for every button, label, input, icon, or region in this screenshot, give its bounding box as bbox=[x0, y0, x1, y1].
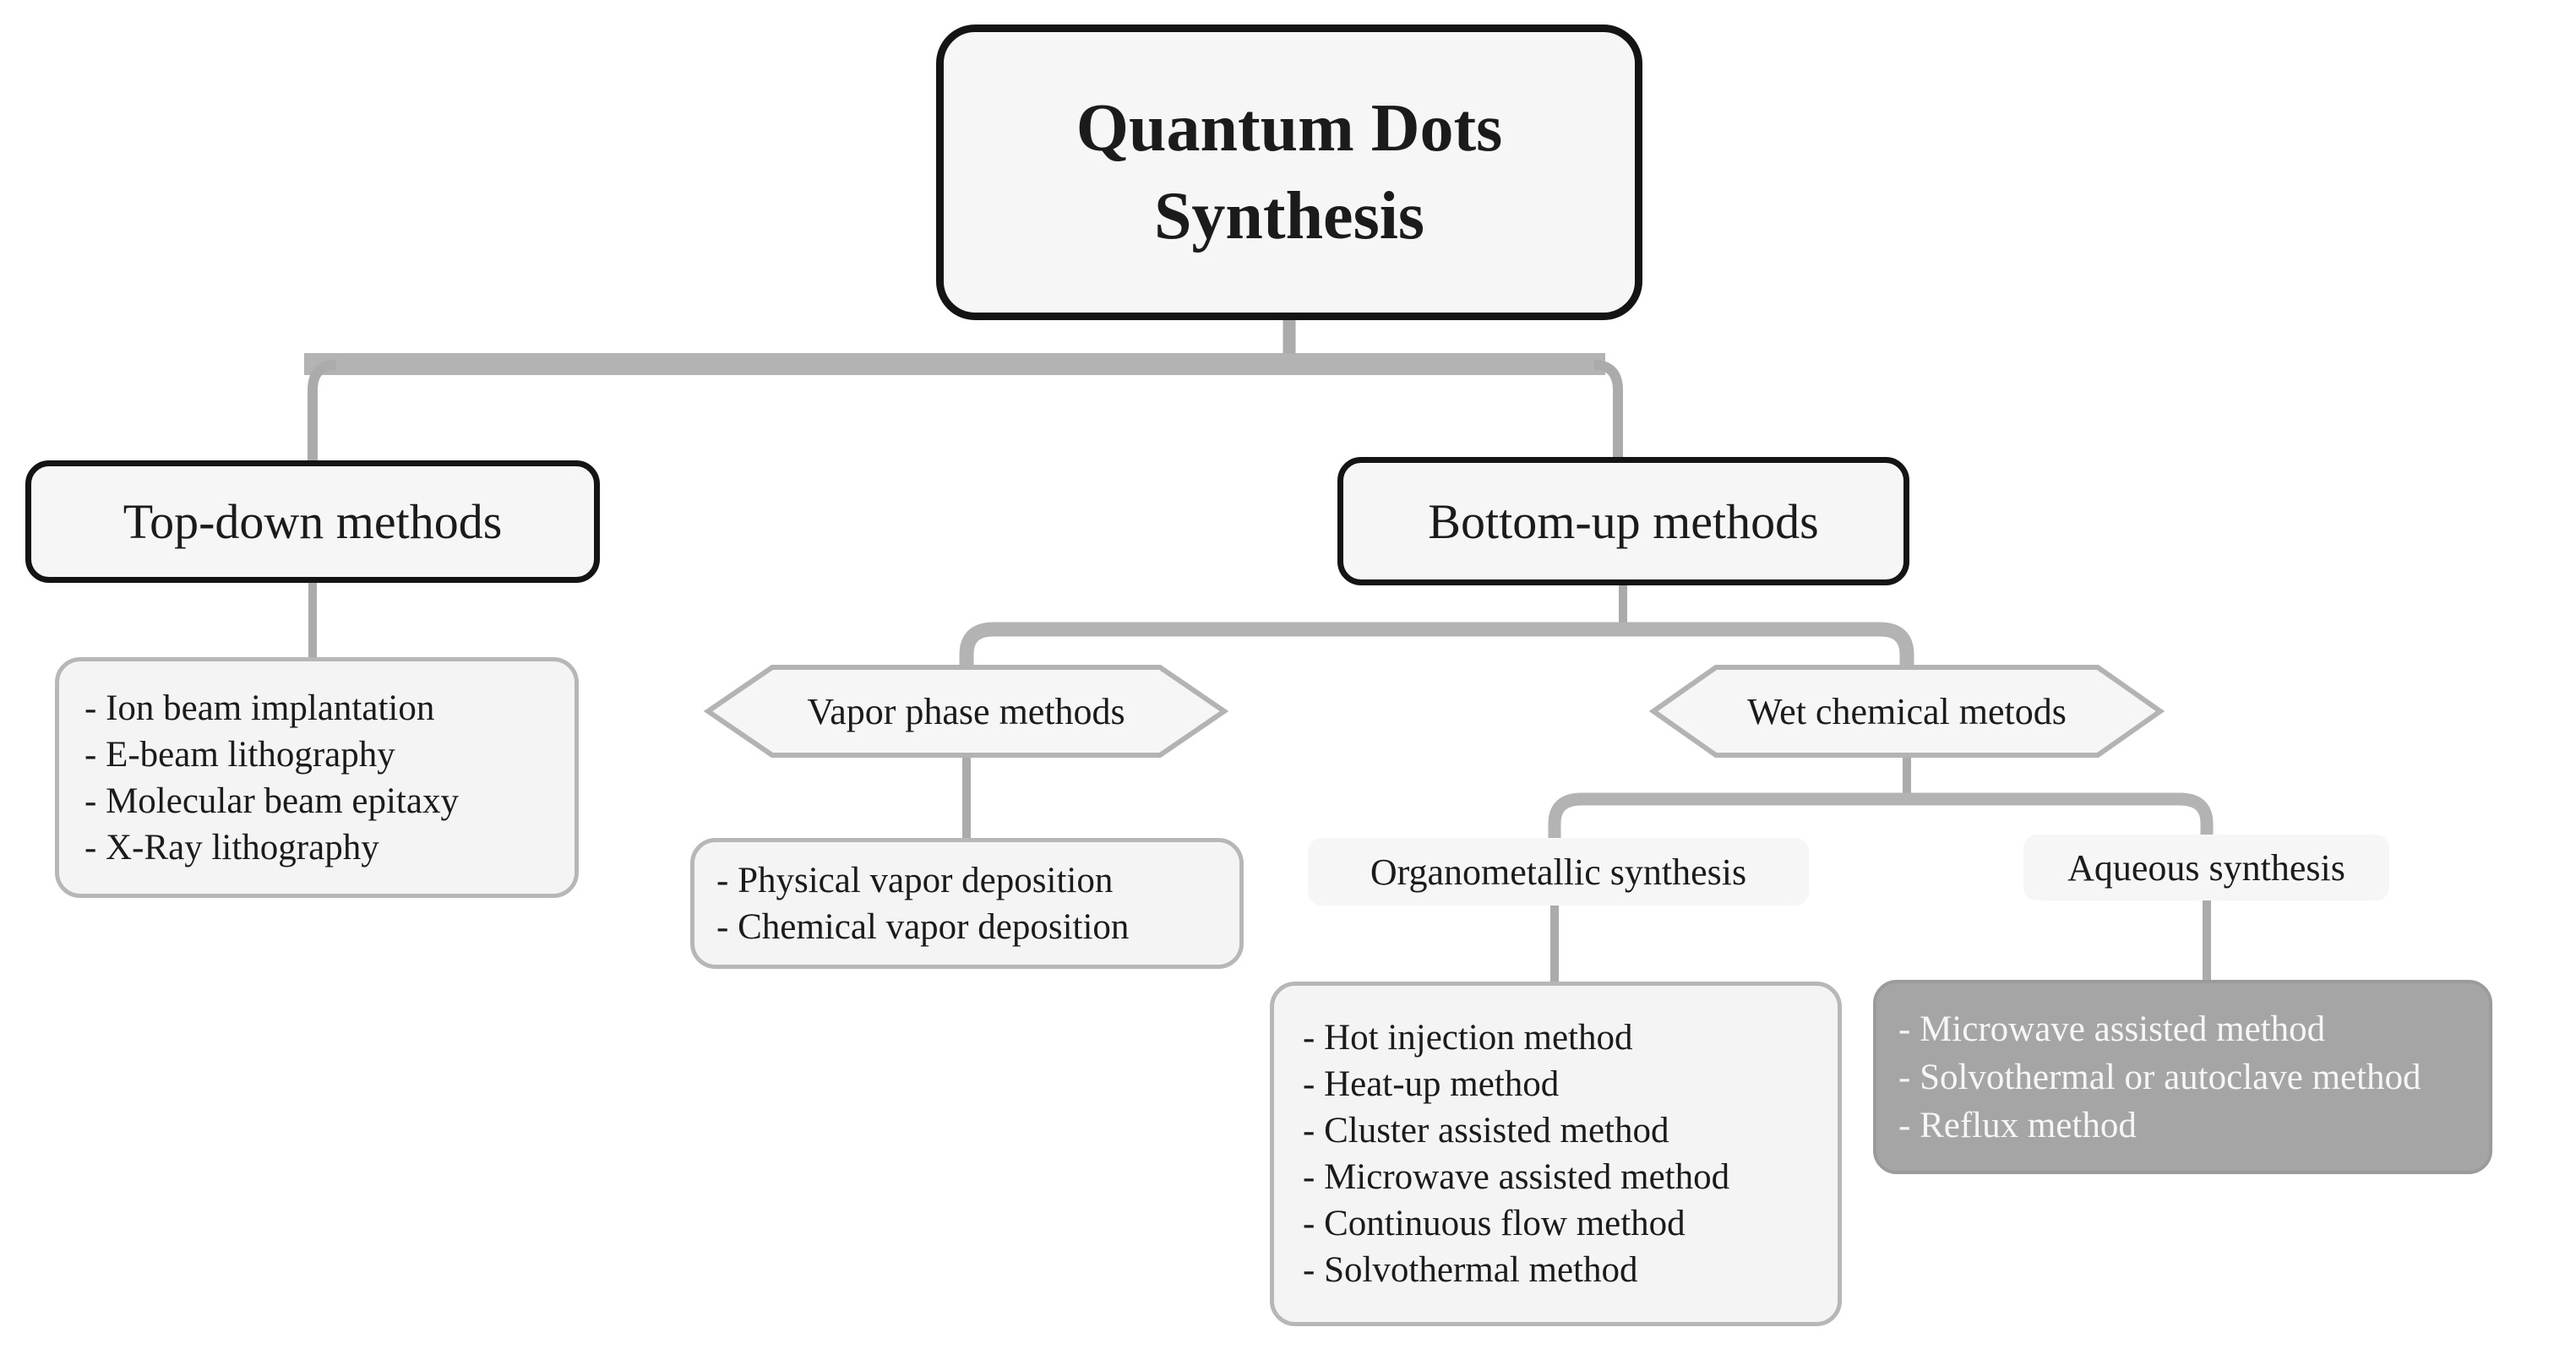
list-item: - Physical vapor deposition bbox=[716, 860, 1114, 900]
list-item: - E-beam lithography bbox=[84, 734, 395, 775]
list-item: - Microwave assisted method bbox=[1303, 1157, 1730, 1197]
list-item: - Molecular beam epitaxy bbox=[84, 781, 459, 821]
list-item: - Ion beam implantation bbox=[84, 688, 435, 728]
list-item: - Solvothermal or autoclave method bbox=[1898, 1057, 2421, 1097]
list-item: - Microwave assisted method bbox=[1898, 1009, 2326, 1049]
vapor-phase-label: Vapor phase methods bbox=[807, 690, 1125, 732]
list-item: - Hot injection method bbox=[1303, 1018, 1633, 1058]
list-item: - Reflux method bbox=[1898, 1105, 2137, 1145]
list-item: - Chemical vapor deposition bbox=[716, 906, 1130, 947]
list-organometallic-synthesis: - Hot injection method - Heat-up method … bbox=[1270, 982, 1842, 1326]
connector-level3-bar bbox=[1548, 792, 2214, 845]
node-top-down-methods: Top-down methods bbox=[25, 460, 600, 583]
connector-level2-bar bbox=[959, 622, 1914, 667]
node-bottom-up-methods: Bottom-up methods bbox=[1337, 457, 1909, 585]
connector-level1-left-drop bbox=[308, 360, 337, 463]
top-down-label: Top-down methods bbox=[123, 494, 503, 549]
organometallic-label: Organometallic synthesis bbox=[1370, 851, 1747, 893]
root-node-label: Quantum Dots Synthesis bbox=[1076, 91, 1503, 253]
list-vapor-phase-methods: - Physical vapor deposition - Chemical v… bbox=[690, 838, 1244, 969]
connector-level1-right-drop bbox=[1593, 360, 1623, 460]
list-item: - X-Ray lithography bbox=[84, 827, 379, 868]
root-node-quantum-dots-synthesis: Quantum Dots Synthesis bbox=[936, 24, 1642, 320]
list-item: - Solvothermal method bbox=[1303, 1250, 1638, 1290]
aqueous-label: Aqueous synthesis bbox=[2067, 846, 2345, 889]
bottom-up-label: Bottom-up methods bbox=[1428, 493, 1819, 549]
wet-chemical-label: Wet chemical metods bbox=[1747, 690, 2067, 732]
list-aqueous-synthesis: - Microwave assisted method - Solvotherm… bbox=[1873, 980, 2492, 1174]
hexagon-shape bbox=[1648, 665, 2165, 758]
list-top-down-methods: - Ion beam implantation - E-beam lithogr… bbox=[55, 657, 579, 898]
node-wet-chemical-metods: Wet chemical metods bbox=[1648, 664, 2165, 759]
list-item: - Cluster assisted method bbox=[1303, 1111, 1669, 1150]
list-item: - Continuous flow method bbox=[1303, 1204, 1686, 1243]
node-organometallic-synthesis: Organometallic synthesis bbox=[1308, 838, 1809, 906]
node-aqueous-synthesis: Aqueous synthesis bbox=[2023, 835, 2389, 900]
node-vapor-phase-methods: Vapor phase methods bbox=[703, 664, 1229, 759]
hexagon-shape bbox=[703, 665, 1229, 758]
list-item: - Heat-up method bbox=[1303, 1064, 1560, 1104]
